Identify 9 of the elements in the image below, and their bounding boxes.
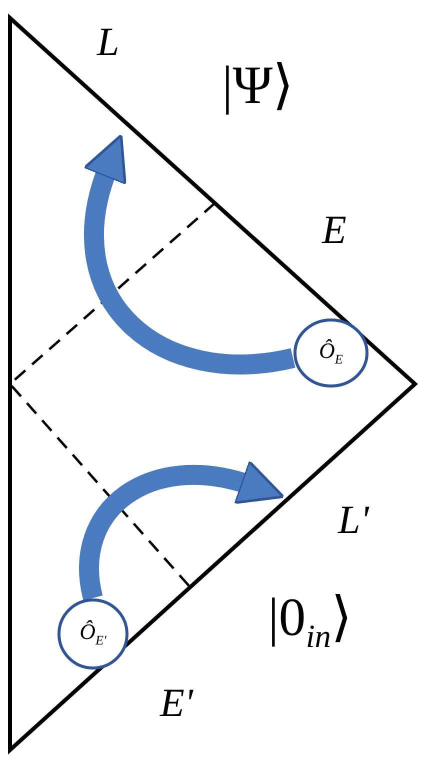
operator-ellipse: Ô$_{E}$ [293,318,369,388]
curved-arrow [83,133,295,374]
math-label: E [322,210,346,250]
math-label: E' [160,683,193,723]
math-label: |0$_{in}$⟩ [268,590,352,654]
math-label: L' [338,500,369,540]
math-label: L [97,22,120,62]
curved-arrow [79,460,286,600]
operator-ellipse: Ô$_{E'}$ [57,598,129,670]
